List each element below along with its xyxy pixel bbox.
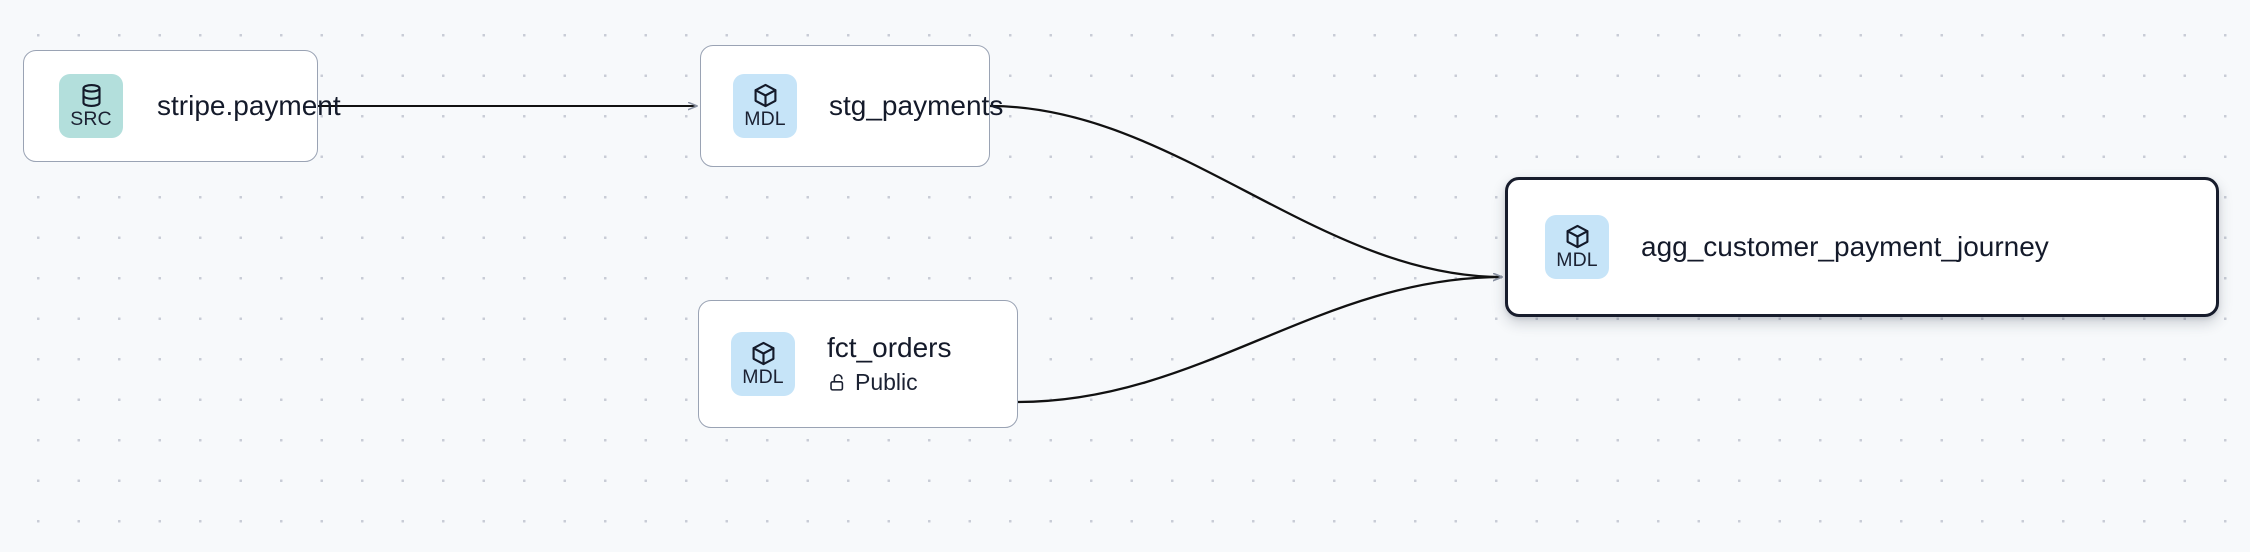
database-icon bbox=[78, 82, 105, 109]
node-stg-payments[interactable]: MDL stg_payments bbox=[700, 45, 1004, 167]
cube-icon bbox=[750, 340, 777, 367]
node-visibility: Public bbox=[827, 369, 952, 395]
node-title: agg_customer_payment_journey bbox=[1641, 230, 2049, 262]
cube-icon bbox=[752, 82, 779, 109]
node-title: stg_payments bbox=[829, 89, 1004, 121]
node-title: stripe.payment bbox=[157, 89, 341, 121]
node-fct-orders[interactable]: MDL fct_orders Public bbox=[698, 300, 1018, 428]
node-type-badge-mdl: MDL bbox=[1545, 215, 1609, 279]
node-visibility-label: Public bbox=[855, 369, 918, 396]
node-agg-customer-payment-journey[interactable]: MDL agg_customer_payment_journey bbox=[1505, 177, 2219, 317]
node-type-badge-src: SRC bbox=[59, 74, 123, 138]
node-text-block: stg_payments bbox=[829, 89, 1004, 122]
node-type-badge-mdl: MDL bbox=[731, 332, 795, 396]
node-text-block: fct_orders Public bbox=[827, 332, 952, 396]
badge-label: MDL bbox=[744, 108, 786, 131]
cube-icon bbox=[1564, 223, 1591, 250]
badge-label: MDL bbox=[742, 366, 784, 389]
node-type-badge-mdl: MDL bbox=[733, 74, 797, 138]
unlock-icon bbox=[827, 372, 848, 393]
node-text-block: agg_customer_payment_journey bbox=[1641, 231, 2049, 263]
node-stripe-payment[interactable]: SRC stripe.payment bbox=[23, 50, 341, 162]
badge-label: MDL bbox=[1556, 249, 1598, 272]
node-title: fct_orders bbox=[827, 332, 952, 364]
edge-fct-to-agg bbox=[1017, 277, 1502, 404]
badge-label: SRC bbox=[70, 108, 112, 131]
edge-stg-to-agg bbox=[989, 104, 1502, 277]
node-text-block: stripe.payment bbox=[157, 89, 341, 122]
